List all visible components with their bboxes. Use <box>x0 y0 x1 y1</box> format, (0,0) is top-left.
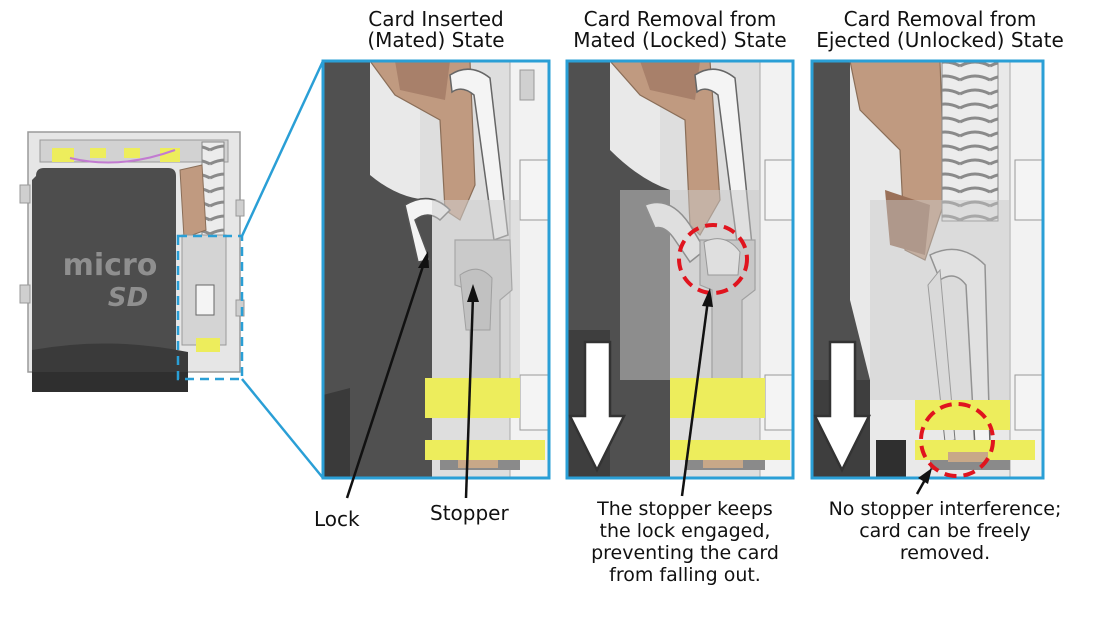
panel-mated <box>323 61 549 478</box>
zoom-indicator <box>176 60 325 479</box>
card-logo-sd: SD <box>108 283 148 313</box>
panel-locked-frame <box>565 59 795 480</box>
leader-lines <box>345 251 932 499</box>
pull-direction-arrow <box>567 340 627 473</box>
panel-locked-title: Card Removal from Mated (Locked) State <box>573 7 787 52</box>
pull-direction-arrow-ejected <box>812 340 872 473</box>
locked-highlight-circle <box>677 223 749 295</box>
lock-label: Lock <box>314 507 360 531</box>
card-logo-micro: micro <box>63 248 158 283</box>
stopper-label: Stopper <box>430 501 509 525</box>
unlocked-caption: No stopper interference; card can be fre… <box>828 498 1062 564</box>
unlocked-highlight-circle <box>919 402 995 478</box>
panel-mated-title: Card Inserted (Mated) State <box>367 7 505 52</box>
connector-overview: micro SD <box>19 131 245 392</box>
panel-mated-frame <box>321 59 551 480</box>
panel-unlocked <box>812 61 1043 478</box>
locked-caption: The stopper keeps the lock engaged, prev… <box>591 498 779 586</box>
panel-unlocked-title: Card Removal from Ejected (Unlocked) Sta… <box>816 7 1064 52</box>
